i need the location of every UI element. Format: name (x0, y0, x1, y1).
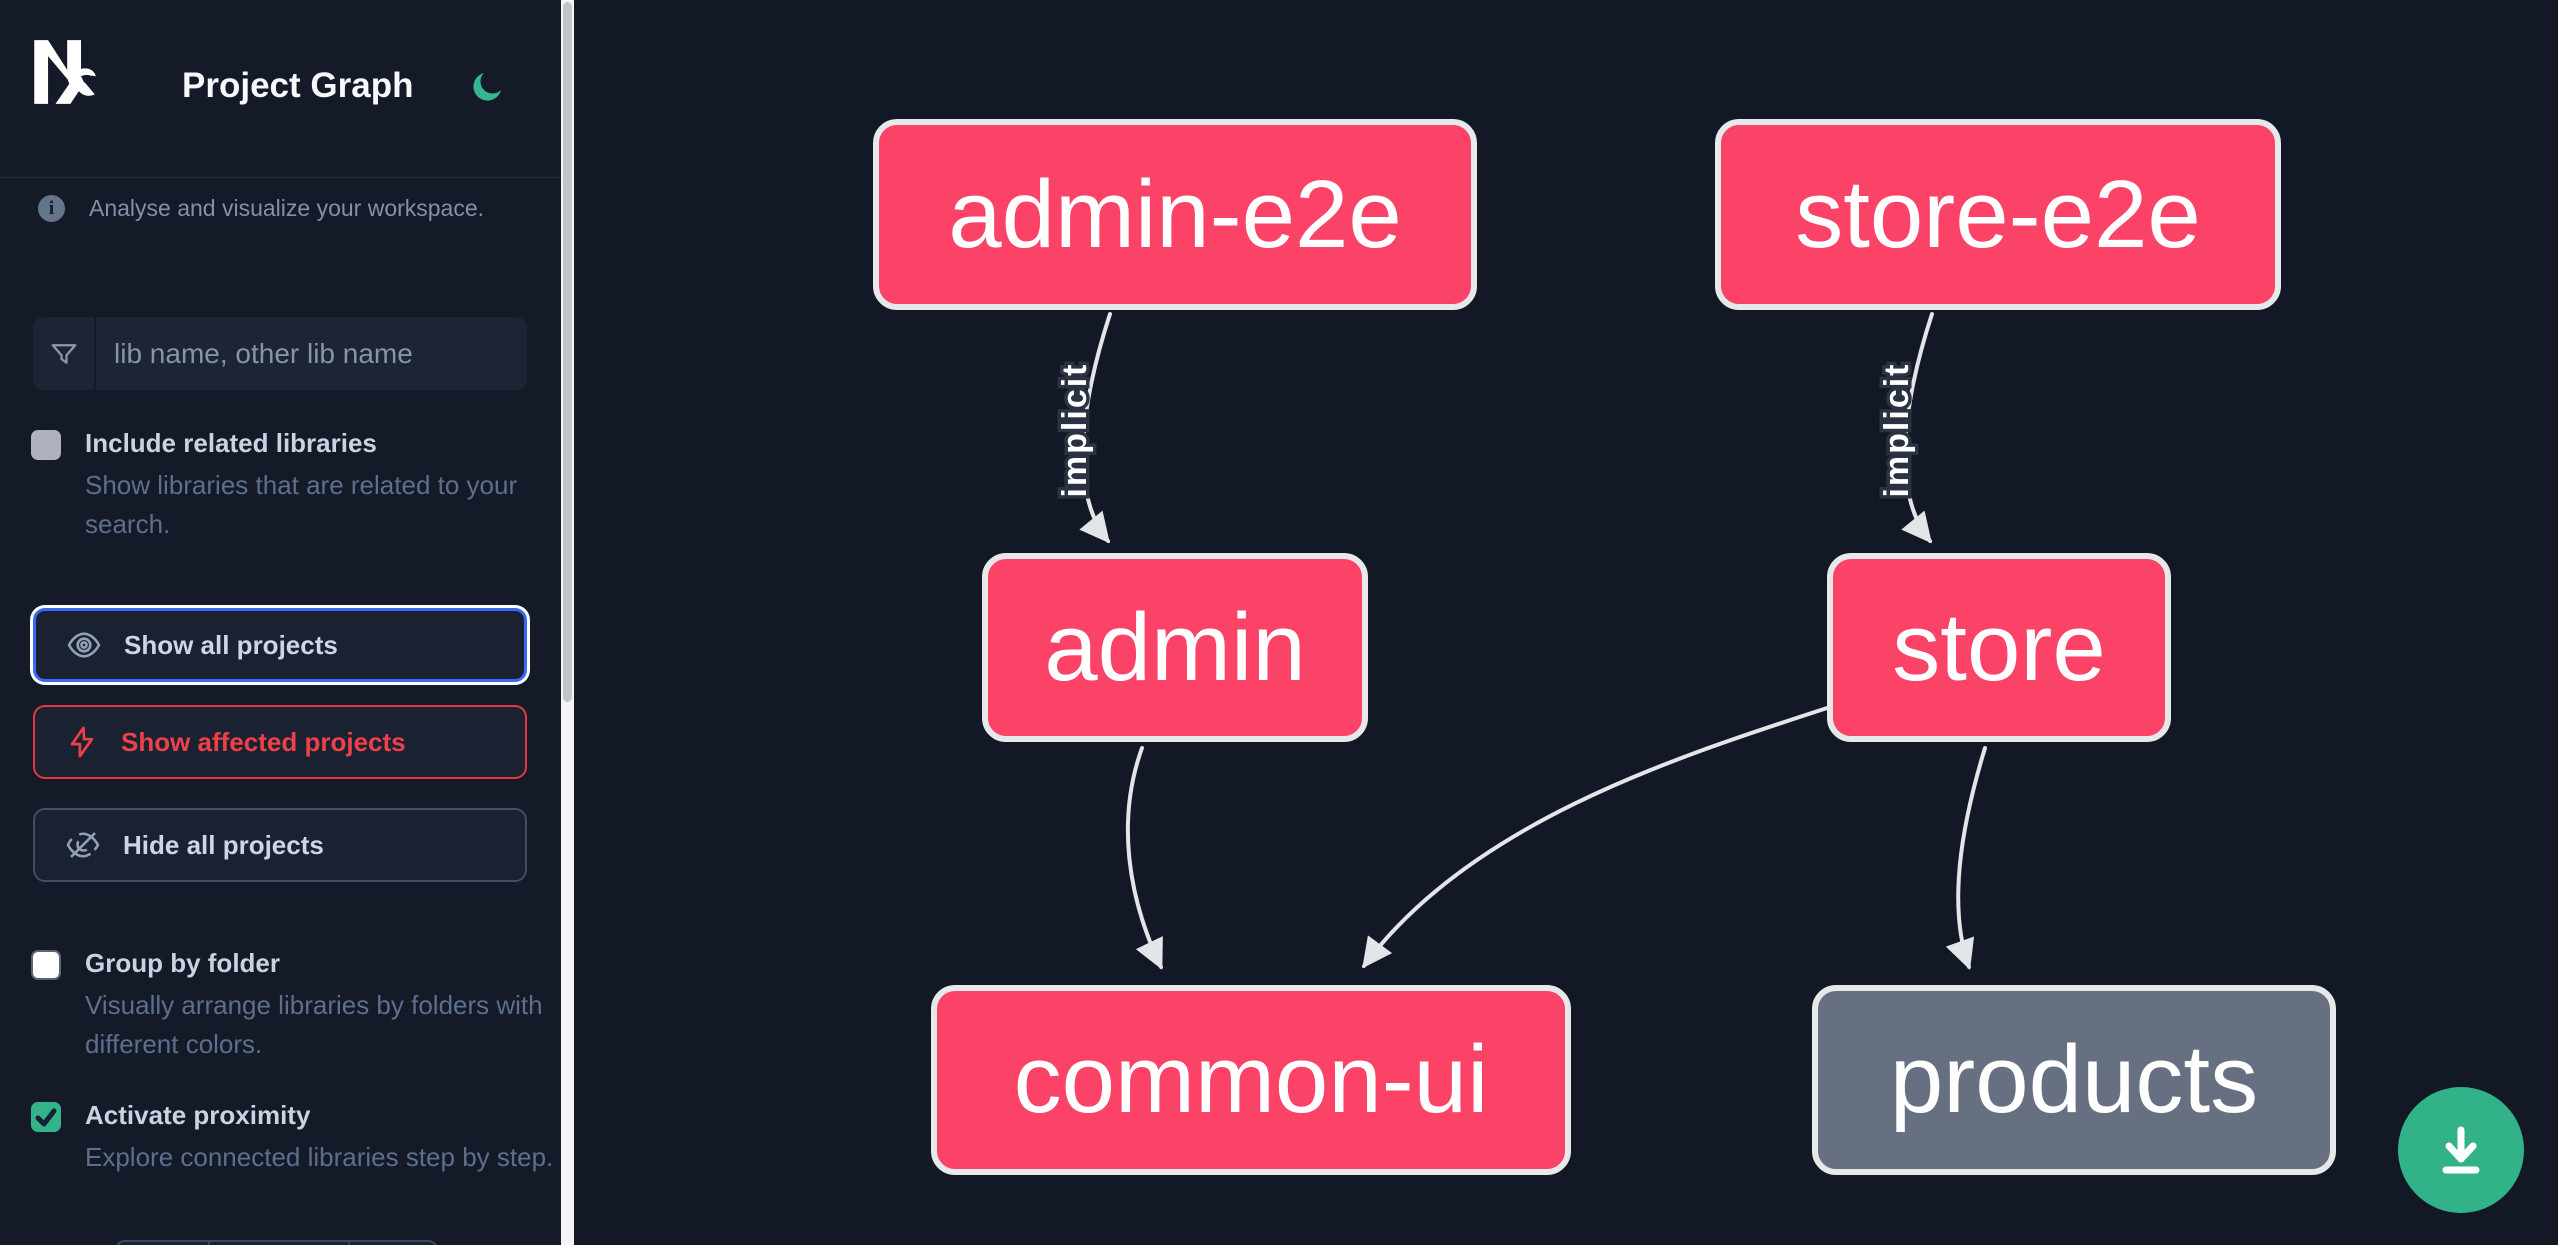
lightning-bolt-icon (70, 726, 94, 758)
node-label: store (1892, 593, 2106, 701)
show-affected-projects-label: Show affected projects (121, 726, 406, 757)
include-related-libraries-row: Include related libraries Show libraries… (31, 428, 531, 558)
group-by-folder-label: Group by folder (85, 948, 280, 978)
graph-node-admin-e2e[interactable]: admin-e2e (873, 119, 1477, 310)
filter-funnel-icon (33, 317, 96, 390)
segmented-control-segment[interactable] (117, 1242, 210, 1245)
checkmark-icon (35, 1108, 57, 1127)
node-label: admin (1044, 593, 1306, 701)
workspace-info-row: i Analyse and visualize your workspace. (38, 195, 484, 222)
show-all-projects-label: Show all projects (124, 629, 338, 660)
theme-toggle-moon-icon[interactable] (468, 70, 504, 106)
hide-all-projects-label: Hide all projects (123, 829, 324, 860)
include-related-label: Include related libraries (85, 428, 377, 458)
show-all-projects-button[interactable]: Show all projects (33, 608, 527, 682)
sidebar-scrollbar-track[interactable] (561, 0, 574, 1245)
activate-proximity-label: Activate proximity (85, 1100, 311, 1130)
nx-logo-icon (34, 40, 96, 104)
graph-node-common-ui[interactable]: common-ui (931, 985, 1571, 1175)
activate-proximity-checkbox[interactable] (31, 1102, 61, 1132)
info-icon: i (38, 195, 65, 222)
sidebar-scrollbar-thumb[interactable] (563, 2, 572, 702)
page-title: Project Graph (182, 66, 414, 105)
download-icon (2442, 1126, 2480, 1174)
graph-node-admin[interactable]: admin (982, 553, 1368, 742)
activate-proximity-description: Explore connected libraries step by step… (85, 1142, 554, 1172)
info-text: Analyse and visualize your workspace. (89, 195, 485, 221)
sidebar: Project Graph i Analyse and visualize yo… (0, 0, 561, 1245)
search-box (33, 317, 527, 390)
search-input[interactable] (96, 317, 527, 390)
graph-node-products[interactable]: products (1812, 985, 2336, 1175)
graph-node-store[interactable]: store (1827, 553, 2171, 742)
segmented-control-segment[interactable] (210, 1242, 350, 1245)
group-by-folder-row: Group by folder Visually arrange librari… (31, 948, 543, 1078)
proximity-depth-segmented-control[interactable] (115, 1240, 438, 1245)
group-by-folder-description: Visually arrange libraries by folders wi… (85, 990, 543, 1059)
activate-proximity-row: Activate proximity Explore connected lib… (31, 1100, 553, 1230)
node-label: common-ui (1013, 1026, 1489, 1133)
node-label: admin-e2e (948, 160, 1402, 268)
show-affected-projects-button[interactable]: Show affected projects (33, 705, 527, 779)
node-label: products (1889, 1026, 2259, 1133)
include-related-description: Show libraries that are related to your … (85, 470, 518, 539)
download-image-button[interactable] (2398, 1087, 2524, 1213)
include-related-checkbox[interactable] (31, 430, 61, 460)
hide-all-projects-button[interactable]: Hide all projects (33, 808, 527, 882)
graph-node-store-e2e[interactable]: store-e2e (1715, 119, 2281, 310)
eye-icon (67, 632, 101, 658)
header-divider (0, 177, 561, 178)
group-by-folder-checkbox[interactable] (31, 950, 61, 980)
node-label: store-e2e (1795, 160, 2201, 268)
eye-off-icon (66, 832, 100, 858)
